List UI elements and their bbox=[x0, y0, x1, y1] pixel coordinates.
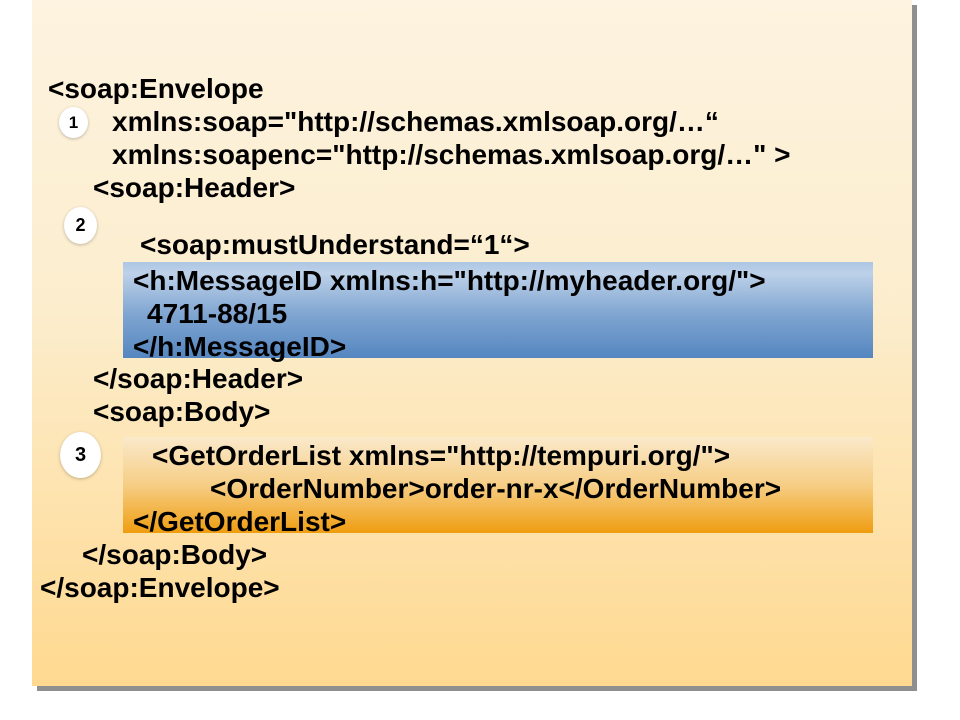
code-line: 4711-88/15 bbox=[147, 298, 288, 329]
code-line: <OrderNumber>order-nr-x</OrderNumber> bbox=[210, 473, 782, 504]
code-line: </h:MessageID> bbox=[133, 331, 347, 362]
callout-number: 2 bbox=[75, 215, 86, 235]
callout-number: 1 bbox=[68, 112, 79, 132]
code-line: </soap:Header> bbox=[93, 363, 304, 394]
code-line: </soap:Envelope> bbox=[40, 572, 280, 603]
code-line: <soap:Body> bbox=[93, 396, 271, 427]
header-highlight-block bbox=[123, 262, 873, 358]
code-line: <h:MessageID xmlns:h="http://myheader.or… bbox=[133, 265, 766, 296]
callout-number: 3 bbox=[74, 443, 87, 466]
code-line: </GetOrderList> bbox=[133, 506, 347, 537]
code-line: <soap:Envelope bbox=[48, 73, 264, 104]
code-line: <soap:mustUnderstand=“1“> bbox=[140, 229, 530, 260]
callout-badge-3: 3 bbox=[60, 432, 101, 478]
code-line: </soap:Body> bbox=[82, 539, 268, 570]
callout-badge-1: 1 bbox=[59, 107, 88, 138]
callout-badge-2: 2 bbox=[64, 207, 97, 244]
slide: 1 2 3 <soap:Envelope xmlns:soap="http://… bbox=[32, 0, 912, 686]
code-line: <GetOrderList xmlns="http://tempuri.org/… bbox=[152, 440, 731, 471]
code-line: xmlns:soap="http://schemas.xmlsoap.org/…… bbox=[112, 106, 719, 137]
body-highlight-block bbox=[123, 437, 873, 533]
code-line: xmlns:soapenc="http://schemas.xmlsoap.or… bbox=[112, 139, 791, 170]
code-line: <soap:Header> bbox=[93, 172, 296, 203]
